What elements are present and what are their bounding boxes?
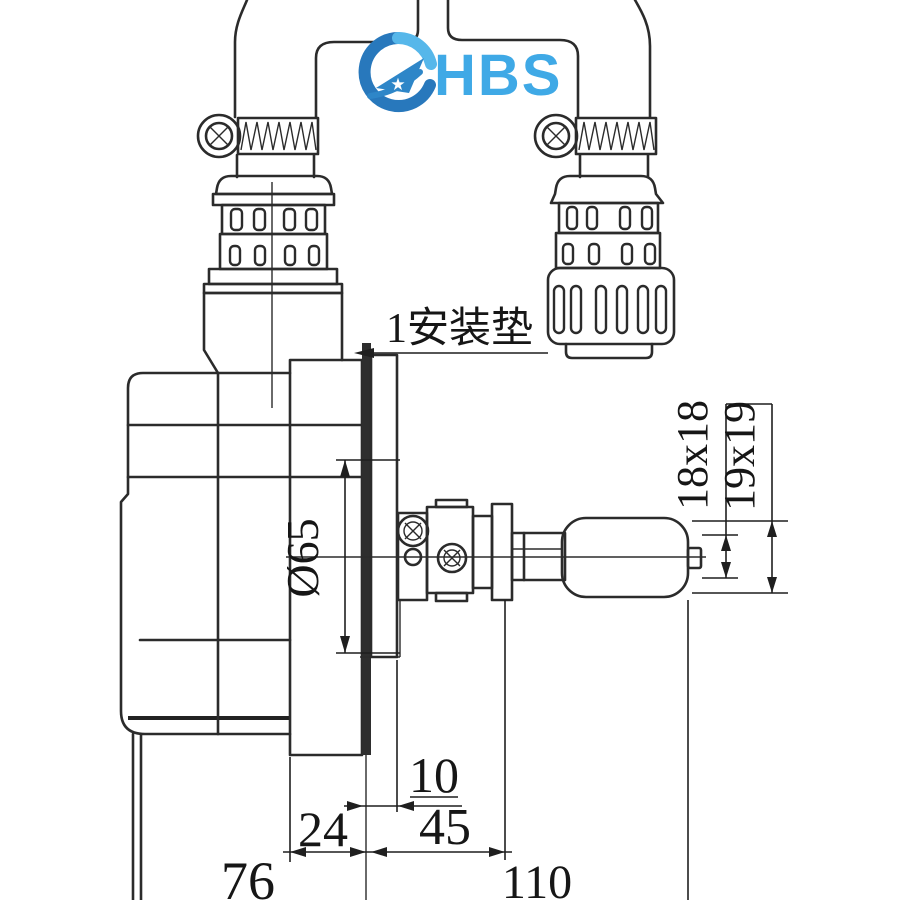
- dim-label-45: 45: [419, 799, 471, 856]
- dim-label-10: 10: [409, 747, 459, 803]
- port-body: [202, 291, 344, 375]
- drive-shaft: [510, 516, 703, 599]
- clamp-band-serration: [240, 121, 317, 151]
- connector-pad-flange: [207, 267, 339, 286]
- dim-label-coupler-square: 19x19: [715, 401, 764, 511]
- clamp-screw-icon: [533, 113, 579, 159]
- shaft-end-nub: [686, 546, 703, 570]
- dimension-bottom-group: 10 24 45 76 110: [221, 600, 689, 900]
- right-quick-coupler: [546, 174, 676, 360]
- socket-bolt-icon: [436, 542, 468, 574]
- pump-body: [119, 371, 364, 900]
- left-hose-clamp: [196, 113, 320, 159]
- mounting-pad: [362, 343, 371, 900]
- dim-label-diameter: Ø65: [277, 518, 328, 597]
- bolt-block-assembly: [396, 498, 514, 603]
- mounting-pad-callout: 1安装垫: [354, 306, 548, 358]
- right-hose: [446, 0, 652, 179]
- logo-star: ★: [390, 75, 405, 95]
- clamp-band-serration: [578, 121, 655, 151]
- bracket-plate: [360, 353, 401, 659]
- left-hose: [233, 0, 420, 179]
- right-hose-clamp: [533, 113, 658, 159]
- dim-label-110: 110: [502, 856, 572, 900]
- dim-label-76: 76: [221, 851, 275, 900]
- left-port-connector: [202, 174, 344, 408]
- logo-text: HBS: [434, 43, 562, 108]
- dimension-flange-diameter: Ø65: [277, 459, 400, 654]
- logo-swirl-icon: ★: [358, 32, 437, 112]
- dimension-shaft-squares: 18x18 19x19: [668, 400, 788, 594]
- clamp-screw-icon: [196, 113, 242, 159]
- dim-label-shaft-square: 18x18: [668, 400, 717, 510]
- mounting-pad-label: 1安装垫: [386, 306, 533, 352]
- dim-label-24: 24: [298, 801, 348, 857]
- hbs-logo: ★ HBS: [358, 32, 562, 112]
